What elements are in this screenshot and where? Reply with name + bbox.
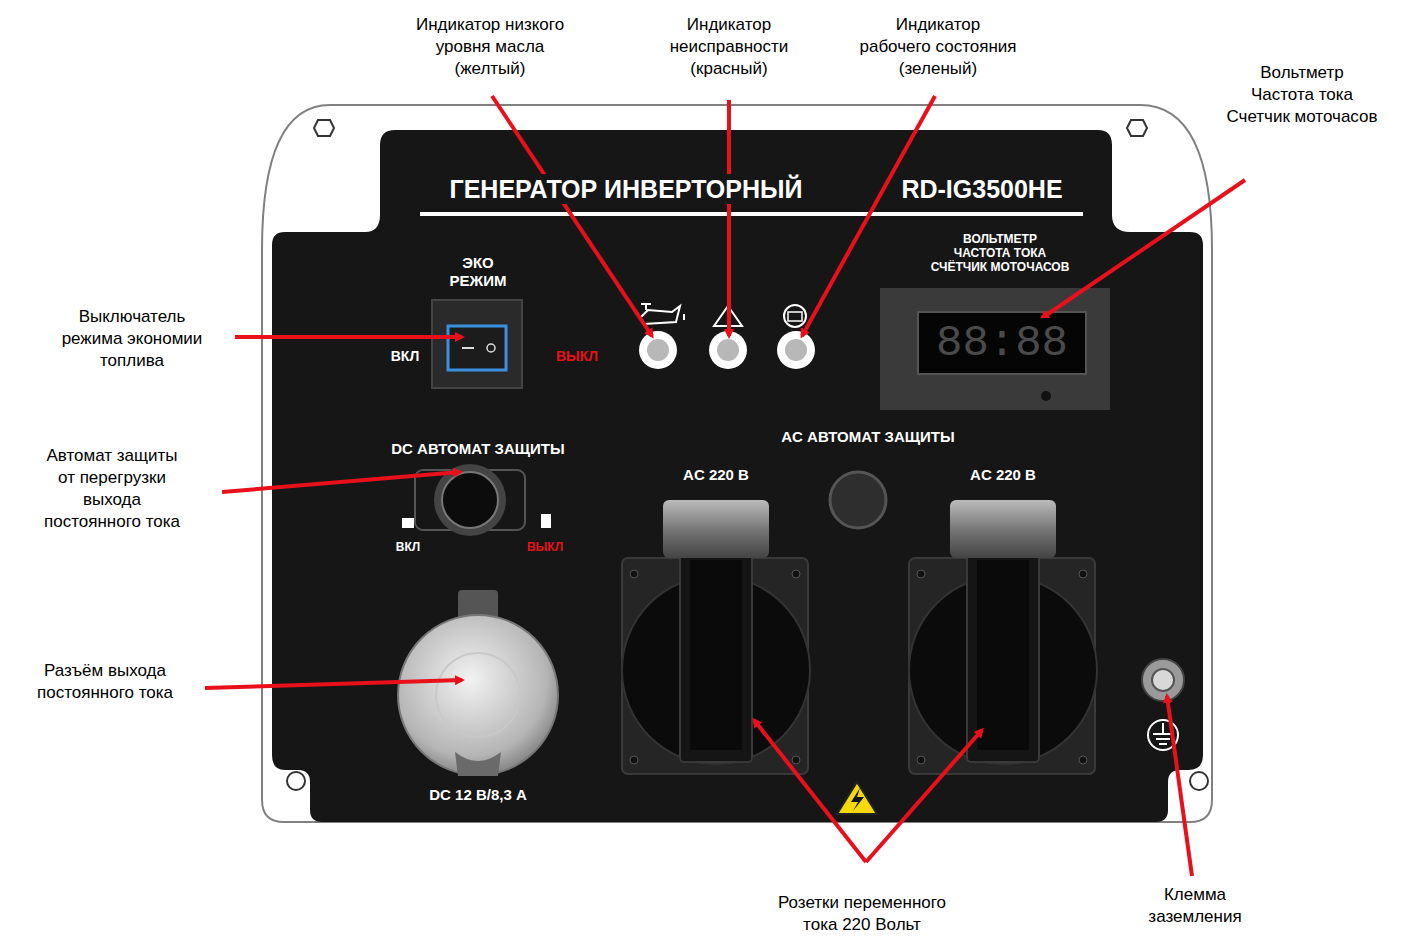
meter-screen	[918, 312, 1086, 374]
rating-label: DC 12 В/8,3 А	[426, 786, 530, 804]
mount-hole	[1190, 772, 1208, 790]
switch-state: ВКЛ	[393, 540, 423, 554]
panel-label: ЭКО РЕЖИМ	[447, 254, 510, 290]
callout-label: Индикатор неисправности (красный)	[667, 14, 792, 80]
callout-label: Индикатор низкого уровня масла (желтый)	[413, 14, 567, 80]
callout-label: Автомат защиты от перегрузки выхода пост…	[41, 445, 183, 533]
mount-hole	[287, 772, 305, 790]
callout-label: Выключатель режима экономии топлива	[59, 306, 206, 372]
ground-terminal	[1142, 659, 1184, 701]
switch-housing	[432, 300, 522, 388]
run-icon	[784, 305, 806, 327]
screw	[1127, 120, 1147, 136]
dc-breaker	[442, 472, 498, 528]
switch-state: ВЫКЛ	[553, 348, 601, 364]
breaker-icon	[541, 514, 551, 528]
panel-label: AC АВТОМАТ ЗАЩИТЫ	[778, 428, 957, 446]
oil-icon	[640, 304, 684, 324]
meter-digits: 88:88	[933, 318, 1071, 368]
panel-label: ВОЛЬТМЕТР ЧАСТОТА ТОКА СЧЁТЧИК МОТОЧАСОВ	[928, 232, 1073, 274]
rocker-switch	[448, 326, 506, 370]
switch-state: ВКЛ	[388, 348, 422, 364]
callout-label: Индикатор рабочего состояния (зеленый)	[856, 14, 1019, 80]
screw	[314, 120, 334, 136]
ac-socket	[909, 500, 1097, 774]
indicator-lamps	[639, 331, 815, 369]
callout-label: Разъём выхода постоянного тока	[34, 660, 176, 704]
socket-label: AC 220 В	[967, 466, 1039, 484]
meter-button	[1041, 391, 1051, 401]
callout-label: Розетки переменного тока 220 Вольт	[775, 892, 949, 936]
model-name: RD-IG3500HE	[898, 174, 1065, 204]
socket-label: AC 220 В	[680, 466, 752, 484]
ground-terminal	[1152, 669, 1174, 691]
hazard-sign	[837, 782, 877, 814]
switch-mark	[462, 347, 474, 349]
panel-label: DC АВТОМАТ ЗАЩИТЫ	[388, 440, 567, 458]
hazard-sign	[851, 788, 864, 811]
dc-socket	[436, 653, 520, 737]
callout-label: Клемма заземления	[1145, 884, 1244, 928]
title-underline	[420, 212, 1083, 216]
dc-socket	[398, 615, 558, 775]
breaker-frame	[415, 470, 525, 530]
panel-title: ГЕНЕРАТОР ИНВЕРТОРНЫЙ	[447, 174, 806, 204]
run-icon	[788, 312, 802, 321]
ac-socket	[622, 500, 810, 774]
callout-label: Вольтметр Частота тока Счетчик моточасов	[1223, 62, 1380, 128]
leader-arrows	[205, 96, 1245, 876]
socket-tab	[455, 752, 501, 776]
switch-mark	[487, 344, 495, 352]
meter-housing	[880, 288, 1110, 410]
switch-state: ВЫКЛ	[524, 540, 566, 554]
breaker-icon	[402, 518, 414, 528]
ac-breaker	[830, 472, 886, 528]
frame	[262, 105, 1212, 822]
